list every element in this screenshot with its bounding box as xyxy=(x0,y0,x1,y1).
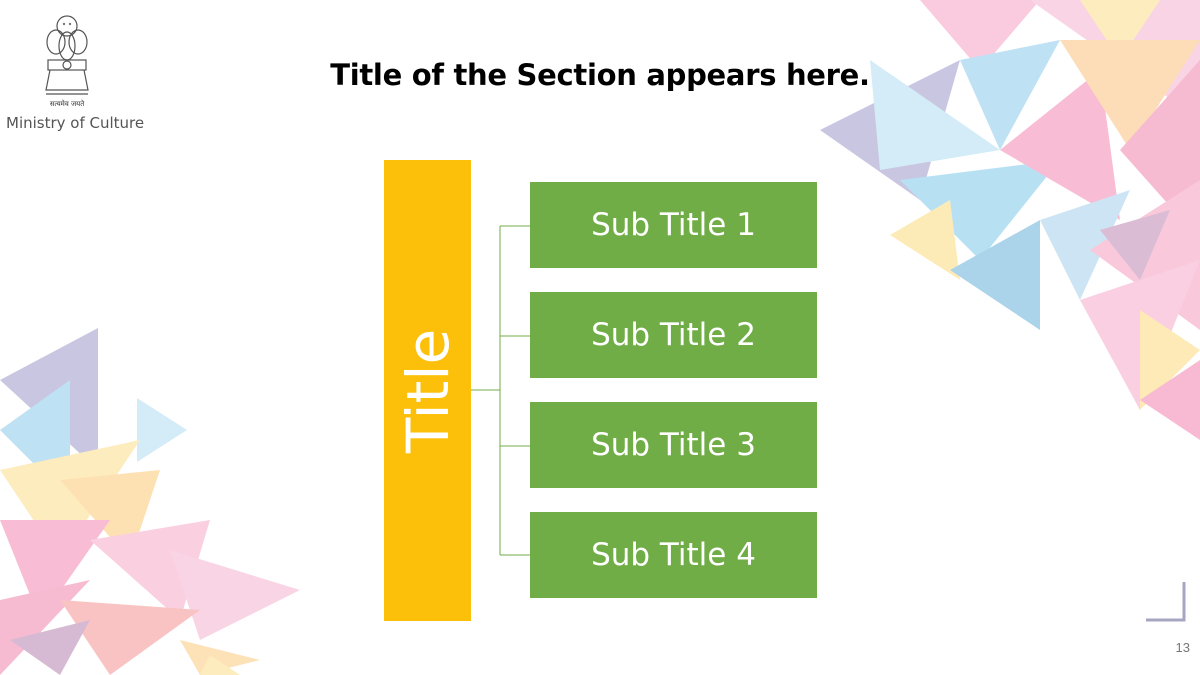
emblem-motto: सत्यमेव जयते xyxy=(49,100,85,108)
corner-bracket-icon xyxy=(1146,582,1186,622)
ashoka-emblem-icon xyxy=(45,15,89,95)
main-title-label: Title xyxy=(393,328,462,453)
sub-title-box-1: Sub Title 1 xyxy=(530,182,817,268)
page-number: 13 xyxy=(1175,640,1190,655)
main-title-box: Title xyxy=(384,160,471,621)
ministry-label: Ministry of Culture xyxy=(6,114,145,132)
sub-title-box-3: Sub Title 3 xyxy=(530,402,817,488)
sub-title-box-2: Sub Title 2 xyxy=(530,292,817,378)
sub-title-box-4: Sub Title 4 xyxy=(530,512,817,598)
section-title: Title of the Section appears here. xyxy=(330,58,870,92)
